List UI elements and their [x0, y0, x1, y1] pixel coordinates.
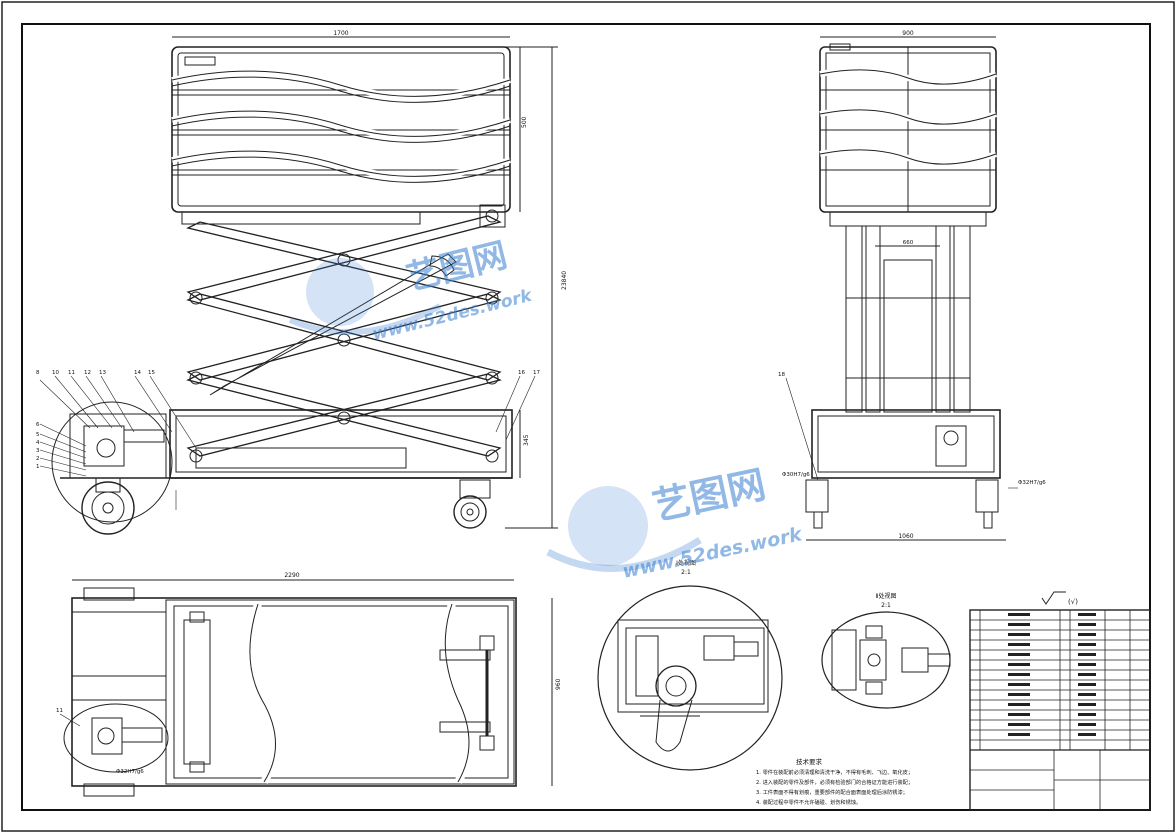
- bom-cell-mark: [1008, 633, 1030, 636]
- front-dim-height-upper: 500: [521, 116, 528, 128]
- bom-cell-mark: [1078, 733, 1096, 736]
- balloon-2: 2: [36, 456, 40, 462]
- bom-cell-mark: [1078, 723, 1096, 726]
- detail-1-scale: 2:1: [681, 569, 691, 576]
- detail-view-2: [821, 611, 951, 709]
- watermark: 艺图网 www.52des.work 艺图网 www.52des.work: [288, 235, 805, 583]
- bom-cell-mark: [1078, 693, 1096, 696]
- watermark-globe-icon: [306, 258, 374, 326]
- balloon-14: 14: [134, 370, 141, 376]
- bom-cell-mark: [1078, 713, 1096, 716]
- balloon-17: 17: [533, 370, 540, 376]
- balloon-8: 8: [36, 370, 40, 376]
- bom-cell-mark: [1008, 733, 1030, 736]
- bom-cell-mark: [1078, 613, 1096, 616]
- roughness-note: (√): [1068, 598, 1078, 606]
- balloon-13: 13: [99, 370, 106, 376]
- bom-cell-mark: [1078, 673, 1096, 676]
- balloon-6: 6: [36, 422, 40, 428]
- bom-cell-mark: [1078, 643, 1096, 646]
- balloon-11: 11: [68, 370, 75, 376]
- side-fit-left: Φ30H7/g6: [782, 472, 810, 478]
- balloon-4: 4: [36, 440, 40, 446]
- detail-2-scale: 2:1: [881, 602, 891, 609]
- tech-requirements: 技术要求 1. 零件在装配前必须清理和清洗干净，不得有毛刺、飞边、氧化皮； 2.…: [756, 757, 913, 806]
- plan-dim-length: 2290: [284, 572, 299, 579]
- bom-cell-mark: [1008, 613, 1030, 616]
- plan-dim-width: 960: [555, 678, 562, 690]
- bom-cell-mark: [1008, 653, 1030, 656]
- side-dim-mid: 660: [903, 240, 914, 246]
- front-dim-base: 345: [523, 434, 530, 446]
- side-fit-right: Φ32H7/g6: [1018, 480, 1046, 486]
- bom-cell-mark: [1078, 653, 1096, 656]
- watermark-brand: 艺图网: [403, 235, 512, 298]
- bom-cell-mark: [1008, 713, 1030, 716]
- balloon-5: 5: [36, 432, 40, 438]
- balloon-3: 3: [36, 448, 40, 454]
- side-dim-bottom: 1060: [898, 533, 913, 540]
- bom-cell-mark: [1008, 663, 1030, 666]
- detail-view-1: [597, 585, 783, 771]
- bom-cell-mark: [1008, 673, 1030, 676]
- inner-frame: [21, 23, 1151, 811]
- watermark-globe-icon-2: [568, 486, 648, 566]
- front-balloons-top: 8 10 11 12 13 14 15 6 5 4 3 2 1 16 17: [36, 370, 540, 470]
- plan-fit: Φ32H7/g6: [116, 769, 144, 775]
- front-view: 1700 500 23840 345: [39, 30, 568, 535]
- detail-2-title: Ⅱ处视图: [876, 592, 897, 600]
- tech-req-3: 3. 工件表面不得有划痕，重要部件的配合面表面处理后涂防锈漆；: [756, 788, 908, 796]
- balloon-10: 10: [52, 370, 59, 376]
- plan-view: 2290 960: [59, 572, 562, 797]
- tech-req-4: 4. 装配过程中零件不允许磕碰、划伤和锈蚀。: [756, 798, 861, 806]
- side-balloon-18: 18: [778, 372, 785, 378]
- bom-cell-mark: [1008, 703, 1030, 706]
- bom-cell-mark: [1078, 663, 1096, 666]
- balloon-16: 16: [518, 370, 525, 376]
- bom-cell-mark: [1008, 683, 1030, 686]
- watermark-brand-2: 艺图网: [649, 462, 770, 529]
- side-dim-top: 900: [902, 30, 914, 37]
- roughness-symbol: [1041, 591, 1066, 605]
- front-dim-height-total: 23840: [561, 271, 568, 290]
- balloon-1: 1: [36, 464, 40, 470]
- bom-cell-mark: [1008, 623, 1030, 626]
- bom-cell-mark: [1008, 723, 1030, 726]
- title-block: [969, 609, 1151, 811]
- bom-cell-mark: [1078, 703, 1096, 706]
- side-view: 900 660 1060: [785, 30, 1018, 541]
- balloon-15: 15: [148, 370, 155, 376]
- bom-cell-mark: [1078, 633, 1096, 636]
- bom-cell-mark: [1008, 693, 1030, 696]
- balloon-12: 12: [84, 370, 91, 376]
- plan-balloon-11: 11: [56, 708, 63, 714]
- detail-1-title: Ⅰ处视图: [676, 559, 696, 567]
- bom-cell-mark: [1078, 623, 1096, 626]
- front-dim-width: 1700: [333, 30, 348, 37]
- bom-cell-mark: [1078, 683, 1096, 686]
- watermark-url-2: www.52des.work: [620, 523, 805, 583]
- tech-req-2: 2. 进入装配的零件及部件，必须有检验部门的合格证方能进行装配；: [756, 778, 913, 786]
- tech-req-1: 1. 零件在装配前必须清理和清洗干净，不得有毛刺、飞边、氧化皮；: [756, 768, 913, 776]
- bom-cell-mark: [1008, 643, 1030, 646]
- tech-req-title: 技术要求: [796, 757, 823, 766]
